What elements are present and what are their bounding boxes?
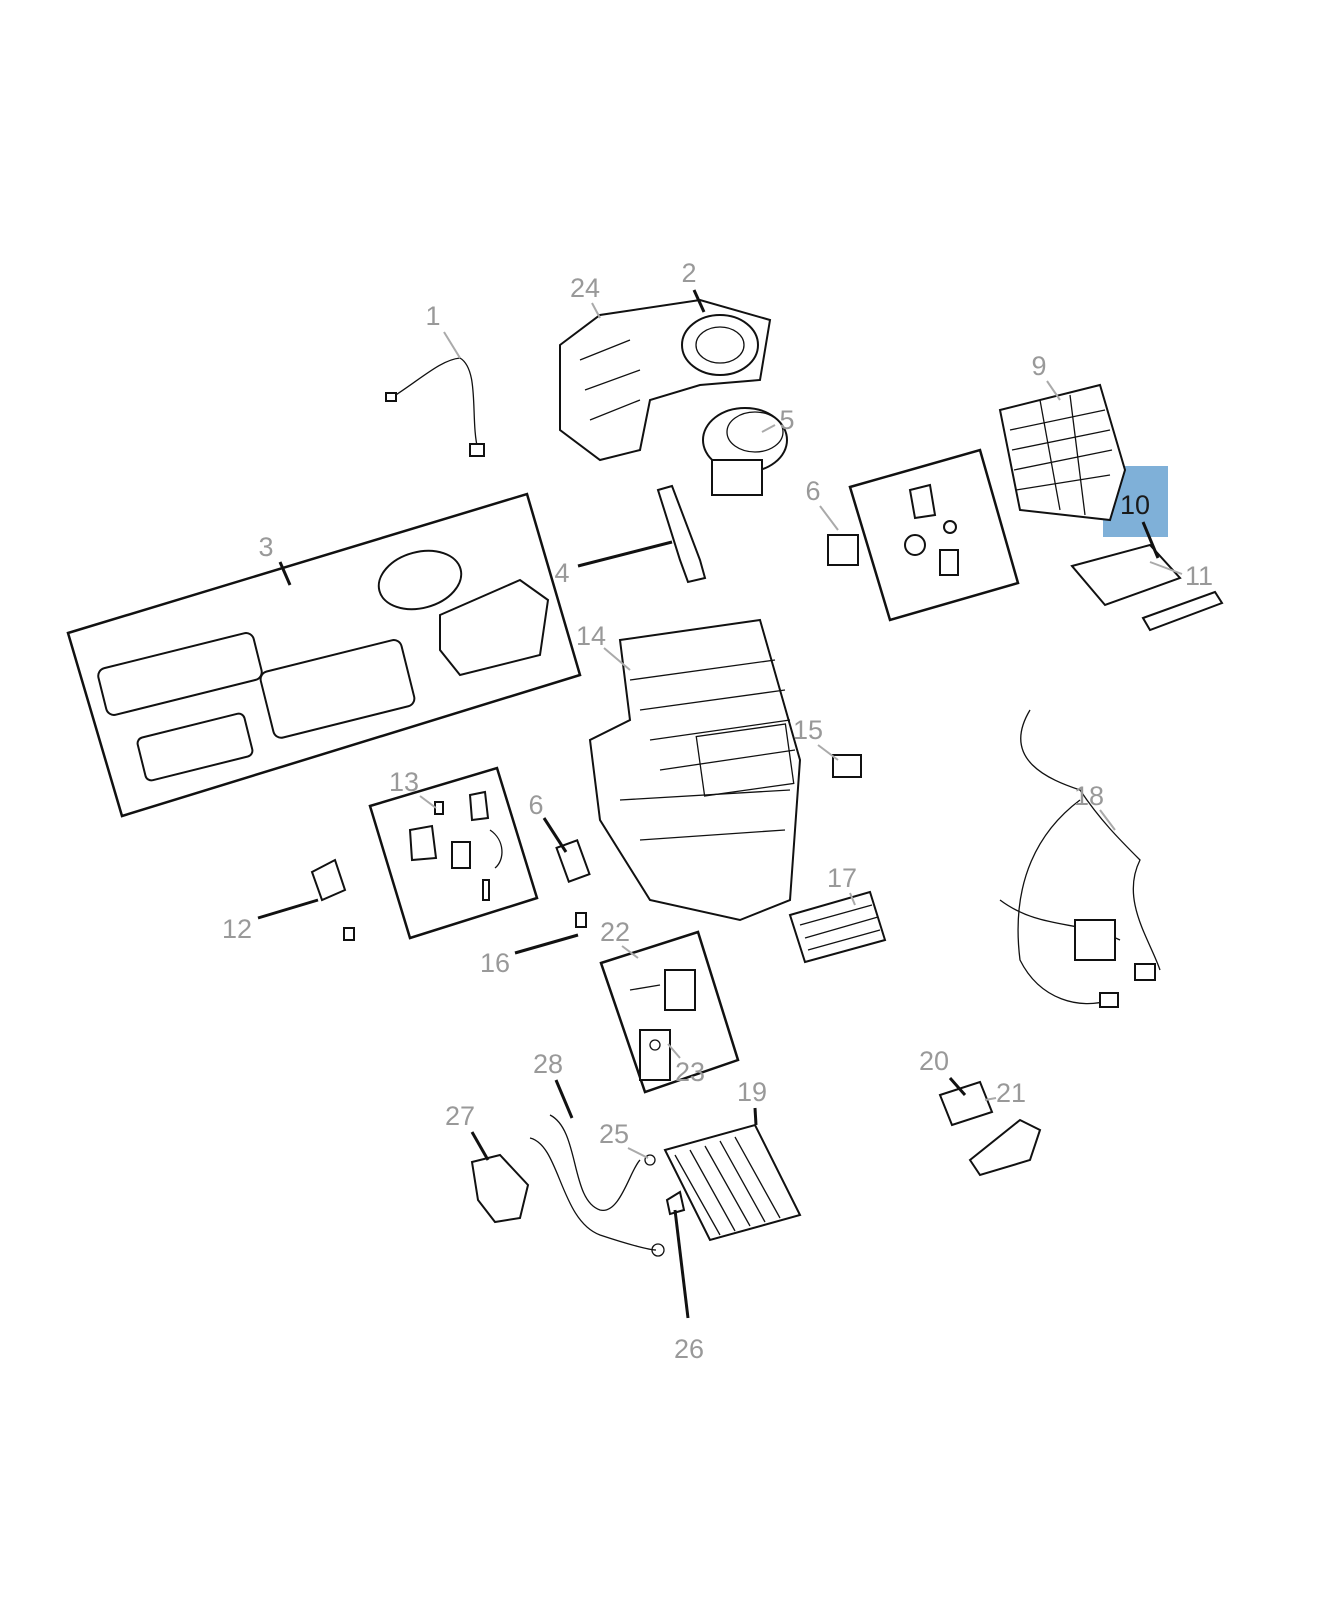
callout-18[interactable]: 18 [1074, 781, 1104, 811]
part-15-sensor[interactable] [832, 754, 862, 778]
part-19-heater-core[interactable] [663, 1123, 802, 1242]
callout-16[interactable]: 16 [480, 948, 510, 978]
callout-5[interactable]: 5 [779, 405, 794, 435]
part-2-blower-housing[interactable] [559, 298, 772, 462]
part-5-blower-motor[interactable] [702, 407, 788, 496]
callout-11[interactable]: 11 [1185, 561, 1213, 591]
part-4-duct[interactable] [656, 484, 707, 584]
frame-3 [66, 492, 582, 818]
part-14-hvac-module[interactable] [588, 618, 802, 922]
frame-13 [368, 766, 539, 940]
callout-2[interactable]: 2 [681, 258, 696, 288]
callout-9[interactable]: 9 [1031, 351, 1046, 381]
part-26-bracket[interactable] [665, 1190, 686, 1216]
frame-6-top [848, 448, 1020, 622]
frame-22 [599, 930, 740, 1094]
callout-6-top[interactable]: 6 [805, 476, 820, 506]
callout-3[interactable]: 3 [258, 532, 273, 562]
callout-4[interactable]: 4 [554, 558, 569, 588]
part-18-wiring-harness[interactable] [999, 709, 1161, 1008]
part-16-clip[interactable] [575, 912, 587, 928]
part-9-case[interactable] [998, 383, 1127, 522]
callout-23[interactable]: 23 [675, 1057, 705, 1087]
callout-6-middle[interactable]: 6 [528, 790, 543, 820]
callout-20[interactable]: 20 [919, 1046, 949, 1076]
part-1-sensor-wire[interactable] [385, 357, 485, 457]
callout-19[interactable]: 19 [737, 1077, 767, 1107]
callout-13[interactable]: 13 [389, 767, 419, 797]
callout-25[interactable]: 25 [599, 1119, 629, 1149]
part-13-actuator-kit[interactable] [408, 790, 503, 901]
part-12-actuator[interactable] [310, 858, 355, 941]
part-11-filter-cover[interactable] [1141, 590, 1224, 632]
callout-26[interactable]: 26 [674, 1334, 704, 1364]
leader-lines [257, 289, 1183, 1319]
callout-14[interactable]: 14 [576, 621, 606, 651]
part-20-control-module[interactable] [938, 1080, 1042, 1177]
callout-17[interactable]: 17 [827, 863, 857, 893]
callout-27[interactable]: 27 [445, 1101, 475, 1131]
callout-10[interactable]: 10 [1120, 490, 1150, 520]
part-10-cabin-filter[interactable] [1070, 543, 1182, 607]
callout-1[interactable]: 1 [425, 301, 440, 331]
callout-21[interactable]: 21 [996, 1078, 1026, 1108]
part-27-bracket[interactable] [470, 1153, 530, 1224]
callout-22[interactable]: 22 [600, 917, 630, 947]
part-17-heater-core-pad[interactable] [788, 890, 887, 964]
callout-24[interactable]: 24 [570, 273, 600, 303]
callout-labels: 1 2 24 5 9 10 11 6 3 4 14 15 18 13 6 17 … [222, 258, 1213, 1364]
callout-28[interactable]: 28 [533, 1049, 563, 1079]
part-28-coolant-tubes[interactable] [529, 1114, 665, 1257]
part-3-seals-kit[interactable] [97, 542, 550, 782]
part-6-actuators[interactable] [827, 483, 959, 576]
callout-15[interactable]: 15 [793, 715, 823, 745]
part-22-expansion-valve[interactable] [629, 969, 696, 1081]
callout-12[interactable]: 12 [222, 914, 252, 944]
